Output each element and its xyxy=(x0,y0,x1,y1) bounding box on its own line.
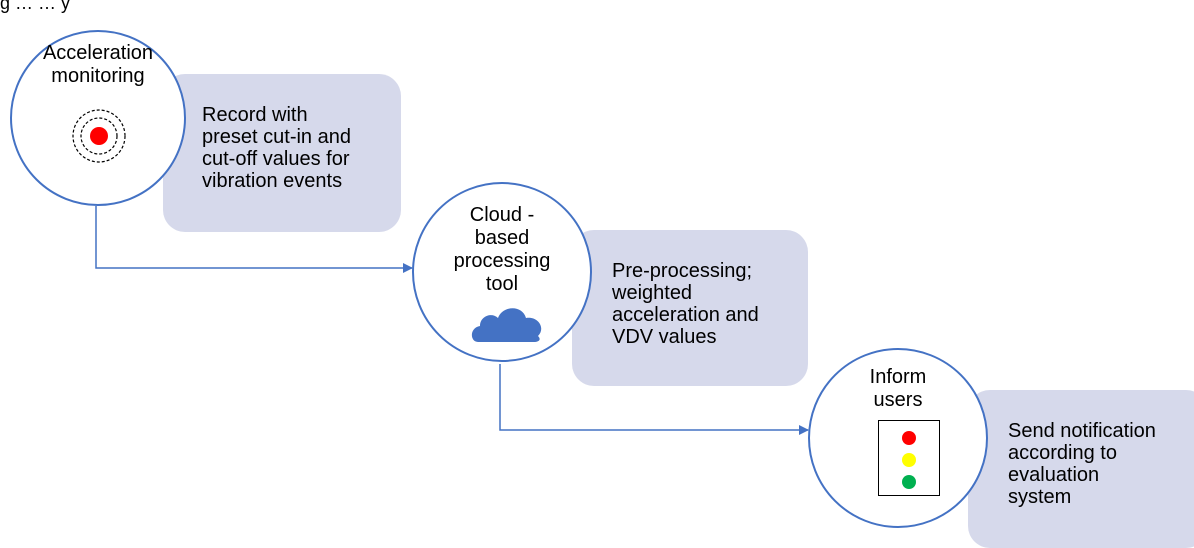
step-3-title: Inform users xyxy=(810,366,986,412)
step-2-title: Cloud - based processing tool xyxy=(414,204,590,296)
step-1-description: Record with preset cut-in and cut-off va… xyxy=(202,104,351,192)
red-light xyxy=(902,431,916,445)
description-line: preset cut-in and xyxy=(202,126,351,148)
description-line: Pre-processing; xyxy=(612,260,753,282)
title-line: based xyxy=(474,227,530,249)
step-1-title: Acceleration monitoring xyxy=(12,42,184,88)
description-line: according to xyxy=(1008,442,1117,464)
step-1-description-box: Record with preset cut-in and cut-off va… xyxy=(163,74,401,232)
description-line: system xyxy=(1008,486,1072,508)
description-line: vibration events xyxy=(202,170,343,192)
step-3-circle: Inform users xyxy=(808,348,988,528)
green-light xyxy=(902,475,916,489)
step-3-description: Send notification according to evaluatio… xyxy=(1008,420,1156,508)
title-line: users xyxy=(873,389,923,411)
description-line: Record with xyxy=(202,104,308,126)
step-2-description-box: Pre-processing; weighted acceleration an… xyxy=(572,230,808,386)
description-line: VDV values xyxy=(612,326,717,348)
yellow-light xyxy=(902,453,916,467)
traffic-light-icon xyxy=(878,420,940,496)
step-1-circle: Acceleration monitoring xyxy=(10,30,186,206)
sensor-icon xyxy=(69,106,129,171)
top-caption-fragment: g … … y xyxy=(0,0,71,13)
title-line: monitoring xyxy=(51,65,145,87)
description-line: weighted xyxy=(612,282,693,304)
step-2-description: Pre-processing; weighted acceleration an… xyxy=(612,260,759,348)
title-line: Inform xyxy=(869,366,927,388)
description-line: evaluation xyxy=(1008,464,1100,486)
description-line: cut-off values for xyxy=(202,148,350,170)
connector-arrow-1 xyxy=(95,206,413,273)
title-line: Cloud - xyxy=(469,204,535,226)
title-line: processing xyxy=(453,250,551,272)
cloud-icon xyxy=(470,304,546,351)
title-line: Acceleration xyxy=(42,42,154,64)
connector-arrow-2 xyxy=(499,364,809,435)
description-line: Send notification xyxy=(1008,420,1156,442)
step-2-circle: Cloud - based processing tool xyxy=(412,182,592,362)
title-line: tool xyxy=(485,273,519,295)
step-3-description-box: Send notification according to evaluatio… xyxy=(968,390,1194,548)
description-line: acceleration and xyxy=(612,304,759,326)
